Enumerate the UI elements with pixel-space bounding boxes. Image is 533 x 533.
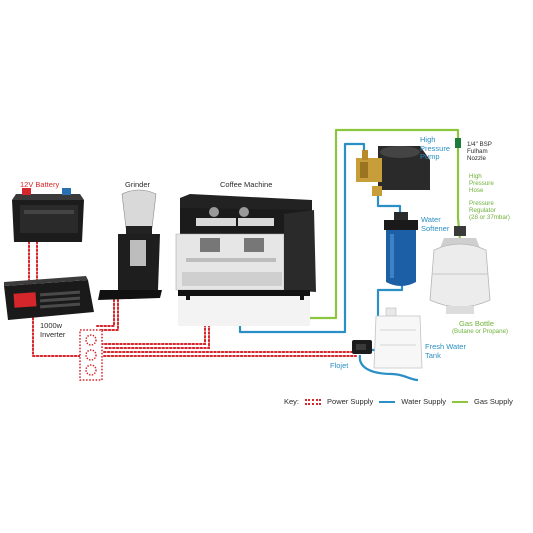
high-pressure-hose-label: High Pressure Hose [469,173,494,194]
legend-power-label: Power Supply [327,397,374,406]
legend-water-swatch [379,400,396,403]
gas-bottle-label: Gas Bottle [459,319,495,328]
gas-bottle [429,226,491,314]
legend-power-swatch [305,398,322,405]
flojet [352,340,372,354]
coffee-machine-label: Coffee Machine [220,180,273,189]
legend-gas-label: Gas Supply [474,397,513,406]
flojet-label: Flojet [330,361,349,370]
battery [12,188,84,242]
water-softener-label: Water Softener [421,215,450,233]
grinder [98,189,162,300]
power-outlets [79,329,103,381]
high-pressure-pump-label: High Pressure Pump [420,135,451,161]
high-pressure-pump [356,146,430,196]
legend-gas-swatch [452,400,469,403]
legend: Key: Power Supply Water Supply Gas Suppl… [284,397,513,406]
coffee-machine [175,194,316,326]
inverter-label: 1000w Inverter [40,321,66,339]
inverter [4,276,94,320]
grinder-label: Grinder [125,180,151,189]
pressure-regulator-label: Pressure Regulator [469,200,496,214]
gas-bottle-note: (Butane or Propane) [452,328,509,335]
fulham-nozzle [455,138,461,148]
nozzle-label: 1/4" BSP Fulham Nozzle [467,141,492,162]
battery-label: 12V Battery [20,180,60,189]
fresh-water-tank [373,307,423,369]
legend-water-label: Water Supply [401,397,447,406]
water-softener [384,212,418,286]
legend-title: Key: [284,397,300,406]
pressure-regulator-note: (28 or 37mbar) [469,214,510,221]
fresh-water-tank-label: Fresh Water Tank [425,342,466,360]
